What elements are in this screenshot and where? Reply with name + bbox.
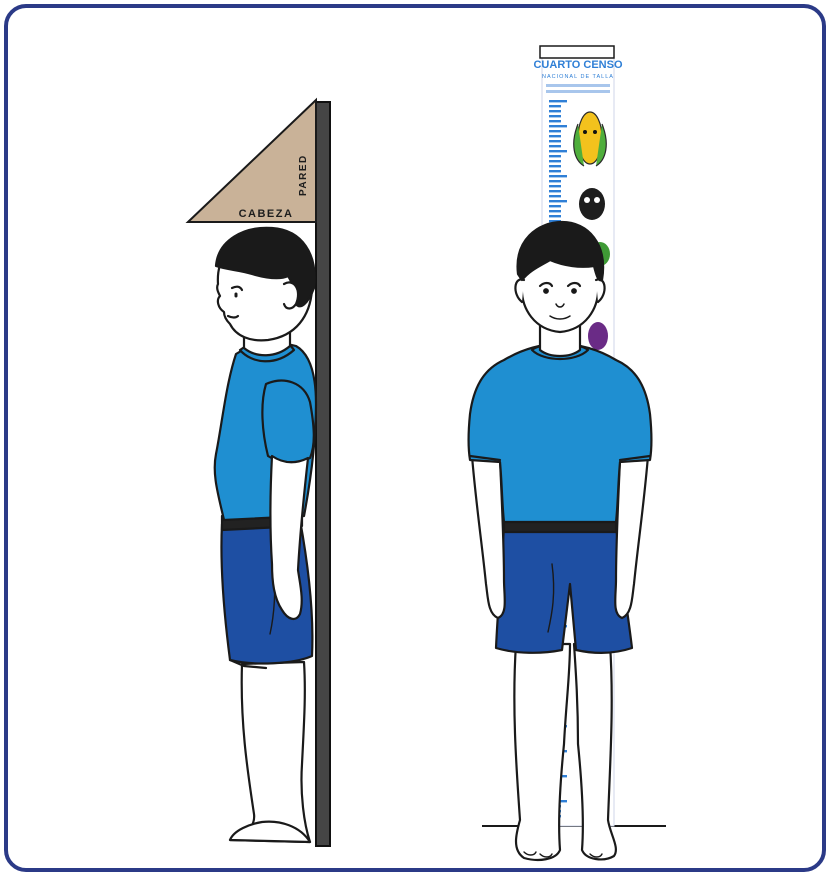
tape-tick — [549, 200, 567, 202]
tape-tick — [549, 195, 561, 197]
tape-tick — [549, 205, 561, 207]
tape-subtitle: NACIONAL DE TALLA — [542, 74, 614, 80]
illustration-frame: CABEZA PARED — [4, 4, 826, 872]
tape-tick — [549, 215, 561, 217]
tape-tick — [549, 110, 561, 112]
eggplant-mascot-icon — [579, 188, 605, 220]
tape-tick — [549, 130, 561, 132]
tape-tick — [549, 140, 561, 142]
tape-tick — [549, 155, 561, 157]
side-child-figure — [215, 228, 316, 842]
grape-mascot-icon — [588, 322, 608, 350]
tape-tick — [549, 210, 561, 212]
tape-tick — [549, 190, 561, 192]
tape-tick — [549, 125, 567, 127]
tape-tick — [549, 135, 561, 137]
tape-tick — [549, 160, 561, 162]
tape-tick — [549, 170, 561, 172]
front-child-figure — [469, 222, 652, 860]
illustration-canvas: CABEZA PARED — [8, 8, 826, 872]
tape-title: CUARTO CENSO — [533, 59, 622, 71]
tape-tick — [549, 145, 561, 147]
wall-label: PARED — [298, 154, 309, 196]
tape-tick — [549, 165, 561, 167]
tape-tick — [549, 175, 567, 177]
tape-tick — [549, 120, 561, 122]
tape-tick — [549, 115, 561, 117]
tape-tick — [549, 180, 561, 182]
wall-icon — [316, 102, 330, 846]
tape-tick — [549, 105, 561, 107]
head-block-icon: CABEZA PARED — [188, 100, 316, 222]
tape-tick — [549, 150, 567, 152]
head-block-label: CABEZA — [239, 208, 294, 220]
tape-tick — [549, 185, 561, 187]
tape-tick — [549, 100, 567, 102]
